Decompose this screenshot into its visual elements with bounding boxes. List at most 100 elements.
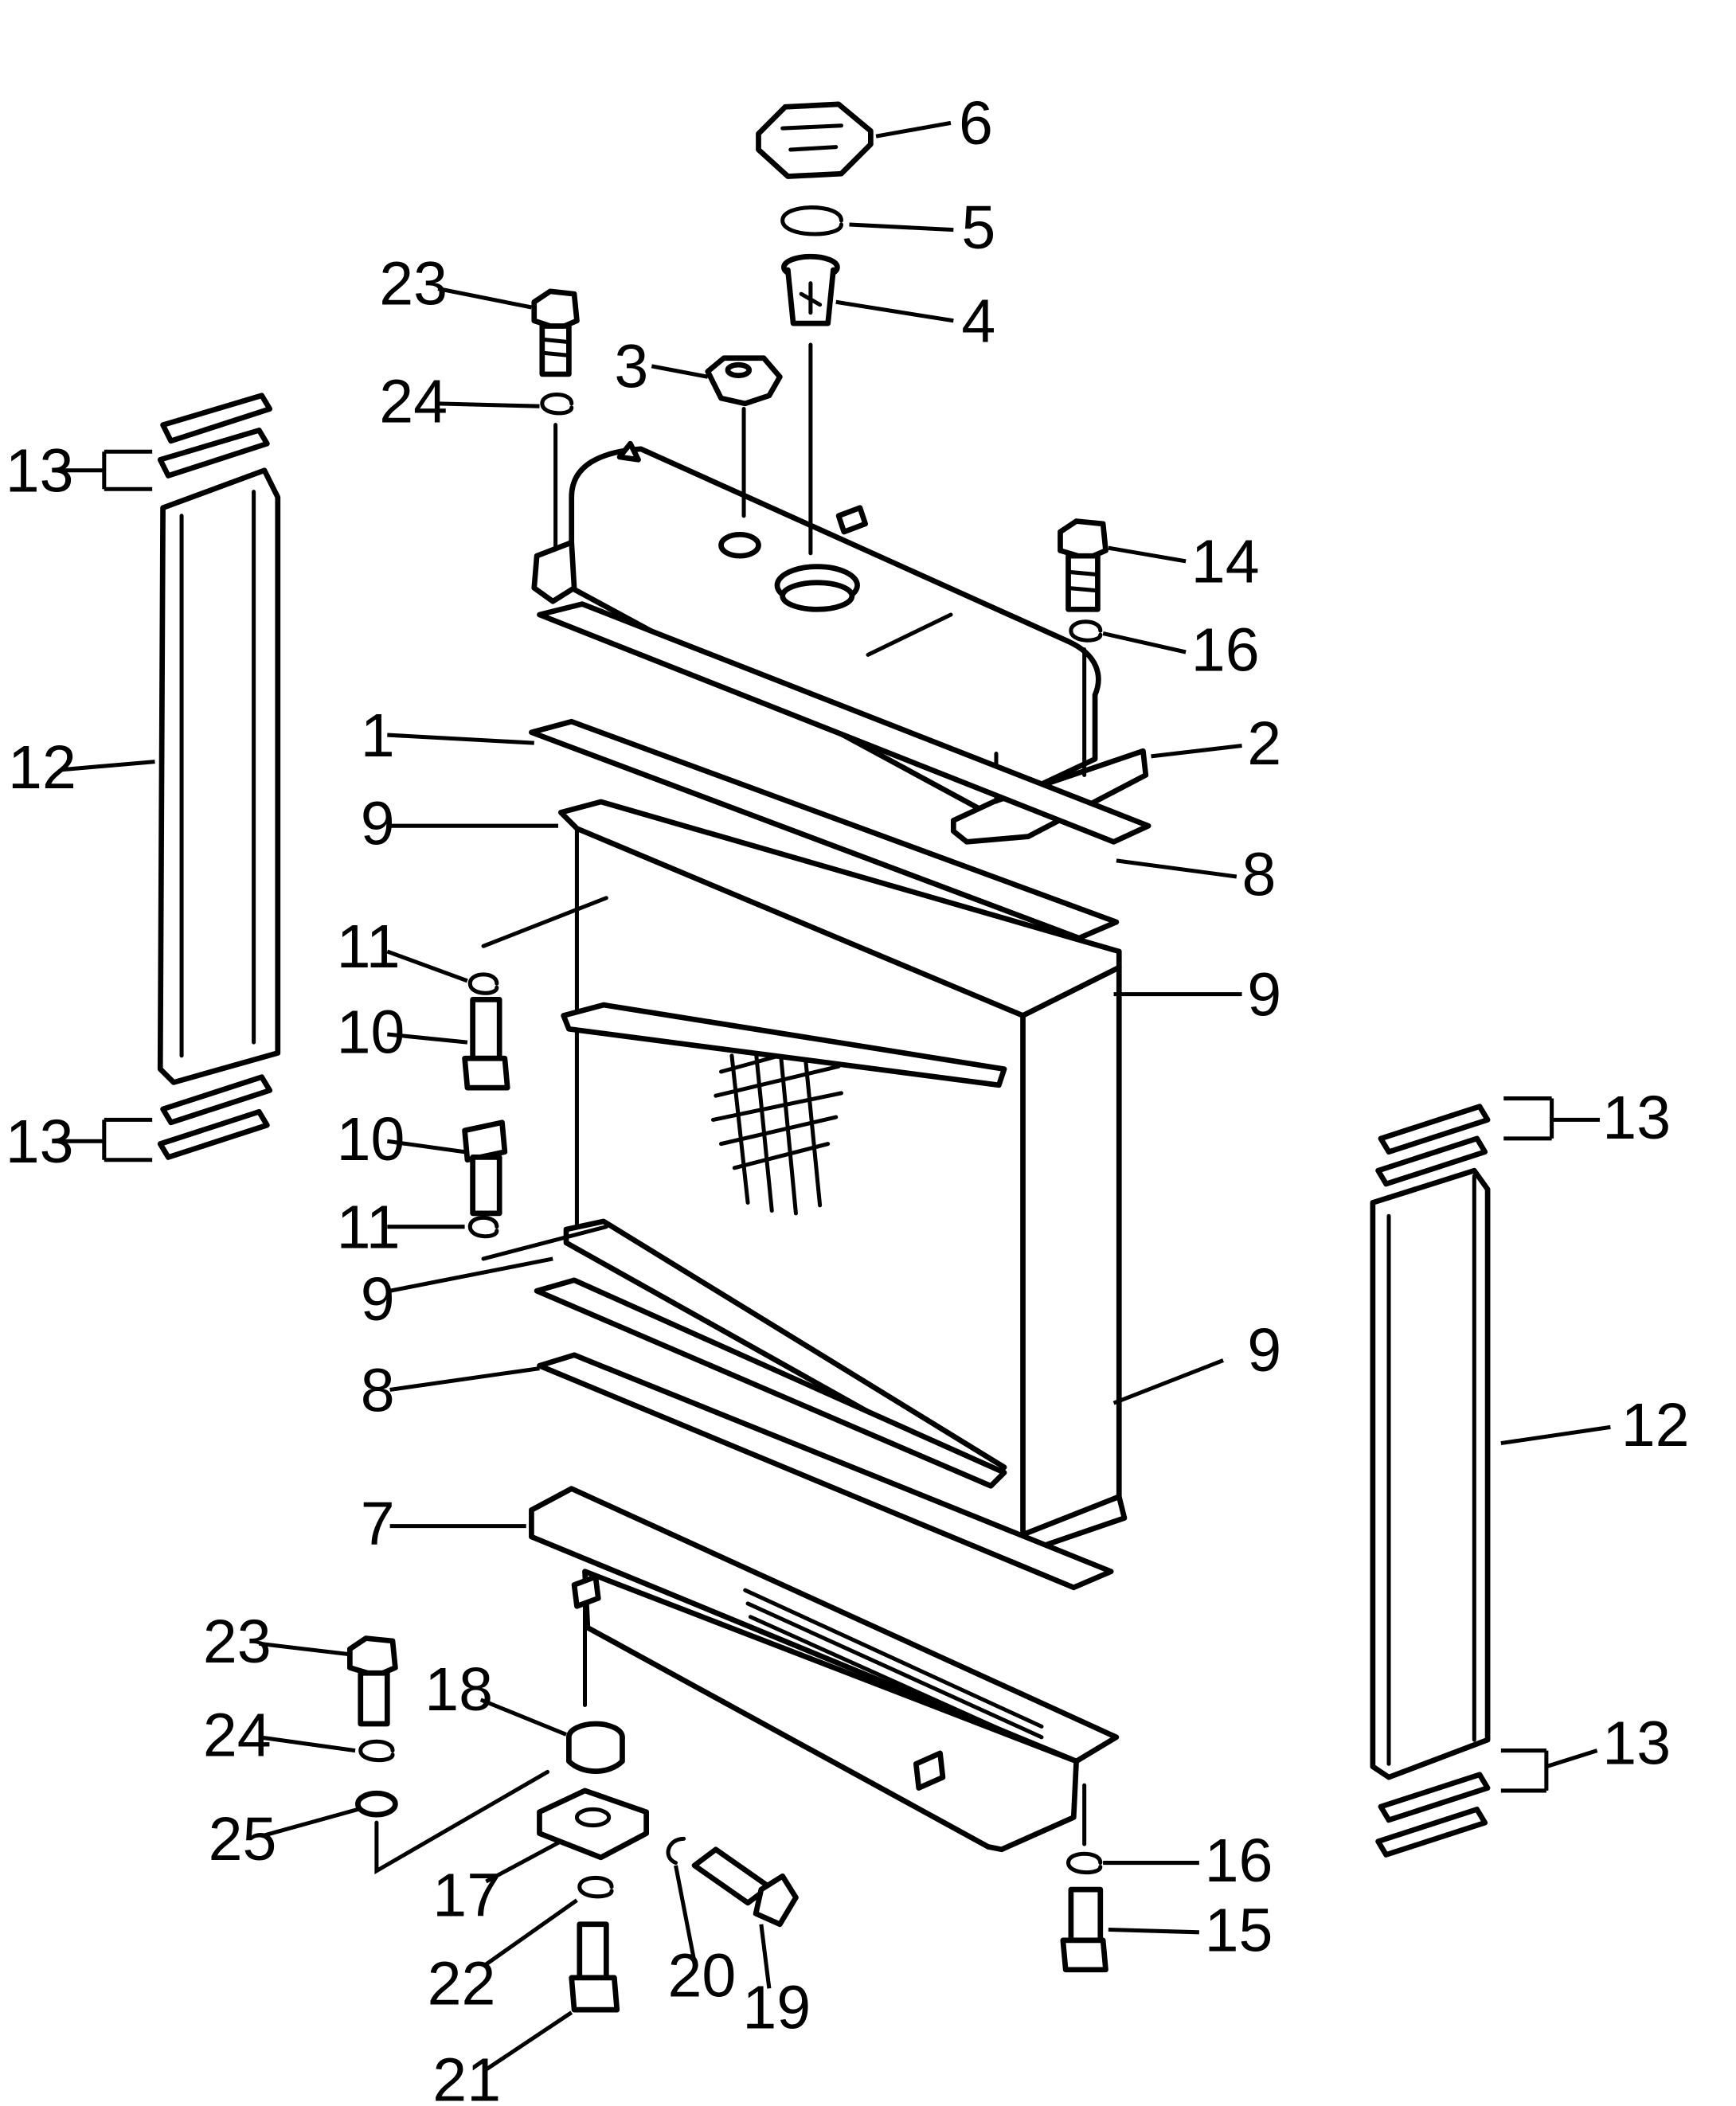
callout-8-lower: 8	[361, 1356, 540, 1424]
side-plate-left	[157, 467, 281, 1085]
callout-11-lower: 11	[337, 1194, 465, 1262]
callout-13-a: 13	[6, 437, 153, 506]
callout-19: 19	[742, 1924, 811, 2042]
callout-6: 6	[875, 89, 993, 158]
callout-12-right: 12	[1500, 1391, 1690, 1459]
callout-13-d: 13	[1500, 1709, 1671, 1793]
callout-13-c: 13	[1503, 1084, 1671, 1152]
svg-text:12: 12	[1621, 1391, 1690, 1459]
washer-25	[355, 1790, 398, 1818]
callout-24-lower: 24	[203, 1701, 356, 1769]
svg-text:25: 25	[209, 1805, 277, 1874]
callout-5: 5	[849, 193, 995, 262]
callout-3: 3	[614, 333, 709, 401]
svg-text:11: 11	[337, 912, 401, 981]
svg-text:20: 20	[667, 1941, 736, 2010]
shim-13-set-3	[1375, 1104, 1491, 1187]
svg-text:4: 4	[961, 287, 995, 356]
callout-9-b: 9	[361, 1256, 553, 1334]
svg-text:21: 21	[432, 2045, 501, 2106]
svg-text:7: 7	[361, 1490, 395, 1558]
bolt-10-upper	[462, 997, 510, 1091]
callout-8-upper: 8	[1116, 840, 1277, 908]
callout-23-upper: 23	[379, 250, 532, 318]
callout-4: 4	[835, 287, 995, 356]
svg-text:15: 15	[1205, 1896, 1273, 1964]
shim-13-set-1	[157, 393, 273, 479]
svg-text:13: 13	[1602, 1709, 1671, 1777]
washer-16-lower	[1066, 1851, 1103, 1875]
svg-text:13: 13	[6, 1108, 74, 1176]
callout-11-upper: 11	[337, 912, 468, 983]
callout-16-lower: 16	[1103, 1827, 1273, 1895]
washer-11-upper	[467, 972, 499, 995]
callout-21: 21	[432, 2010, 573, 2106]
svg-text:9: 9	[361, 1265, 395, 1334]
radiator-core-part	[557, 799, 1128, 1556]
radiator-cap-part	[705, 355, 783, 407]
bracket-17	[537, 1788, 649, 1861]
svg-text:9: 9	[361, 790, 395, 858]
svg-text:16: 16	[1205, 1827, 1273, 1895]
svg-text:24: 24	[379, 367, 448, 436]
callout-12-left: 12	[8, 733, 155, 802]
gasket-8-lower	[537, 1352, 1114, 1591]
filler-cap-part	[756, 101, 874, 179]
callout-25: 25	[209, 1805, 359, 1874]
svg-text:24: 24	[203, 1701, 272, 1769]
callout-17: 17	[432, 1839, 562, 1930]
svg-text:22: 22	[428, 1949, 496, 2018]
bolt-15	[1060, 1886, 1108, 1973]
callout-18: 18	[424, 1655, 567, 1737]
callout-22: 22	[428, 1898, 578, 2018]
svg-text:18: 18	[424, 1655, 493, 1724]
washer-24-lower	[358, 1739, 395, 1763]
callout-13-b: 13	[6, 1108, 153, 1176]
callout-1: 1	[361, 701, 534, 770]
bolt-23-upper	[531, 288, 580, 377]
snap-ring-part	[780, 205, 843, 236]
svg-text:10: 10	[337, 1105, 405, 1174]
svg-text:6: 6	[959, 89, 993, 158]
svg-text:23: 23	[379, 250, 448, 318]
svg-text:12: 12	[8, 733, 76, 802]
callout-23-lower: 23	[203, 1608, 350, 1676]
svg-text:3: 3	[614, 333, 648, 401]
core-upper-gasket-part	[537, 601, 1151, 845]
bolt-21	[569, 1921, 620, 2013]
washer-16-upper	[1069, 619, 1103, 643]
washer-20	[666, 1836, 686, 1866]
bolt-19	[691, 1846, 799, 1928]
callout-9-a: 9	[361, 790, 558, 858]
svg-text:16: 16	[1191, 615, 1260, 684]
svg-text:8: 8	[361, 1356, 395, 1424]
svg-text:1: 1	[361, 701, 395, 770]
gasket-8-upper	[529, 718, 1120, 941]
cushion-18	[566, 1721, 625, 1774]
svg-text:9: 9	[1247, 960, 1281, 1029]
core-gasket-9-lower	[534, 1277, 1007, 1489]
svg-text:13: 13	[6, 437, 74, 506]
svg-text:23: 23	[203, 1608, 272, 1676]
lower-tank-part	[529, 1486, 1120, 1853]
svg-text:9: 9	[1247, 1316, 1281, 1385]
bolt-14-part	[1058, 518, 1108, 612]
svg-text:5: 5	[961, 193, 995, 262]
washer-24-upper	[540, 393, 574, 416]
shim-13-set-2	[157, 1074, 273, 1160]
washer-22	[577, 1876, 614, 1899]
callout-2: 2	[1151, 709, 1281, 778]
callout-9-c: 9	[1113, 960, 1281, 1030]
svg-text:10: 10	[337, 998, 405, 1066]
svg-text:13: 13	[1602, 1084, 1671, 1152]
svg-text:17: 17	[432, 1862, 501, 1930]
bolt-23-lower	[347, 1635, 398, 1727]
callout-10-upper: 10	[337, 998, 468, 1067]
callout-15: 15	[1108, 1896, 1273, 1964]
svg-text:8: 8	[1242, 840, 1277, 908]
callout-7: 7	[361, 1490, 526, 1558]
callout-10-lower: 10	[337, 1105, 465, 1174]
svg-text:2: 2	[1247, 709, 1281, 778]
callout-14: 14	[1108, 528, 1260, 596]
